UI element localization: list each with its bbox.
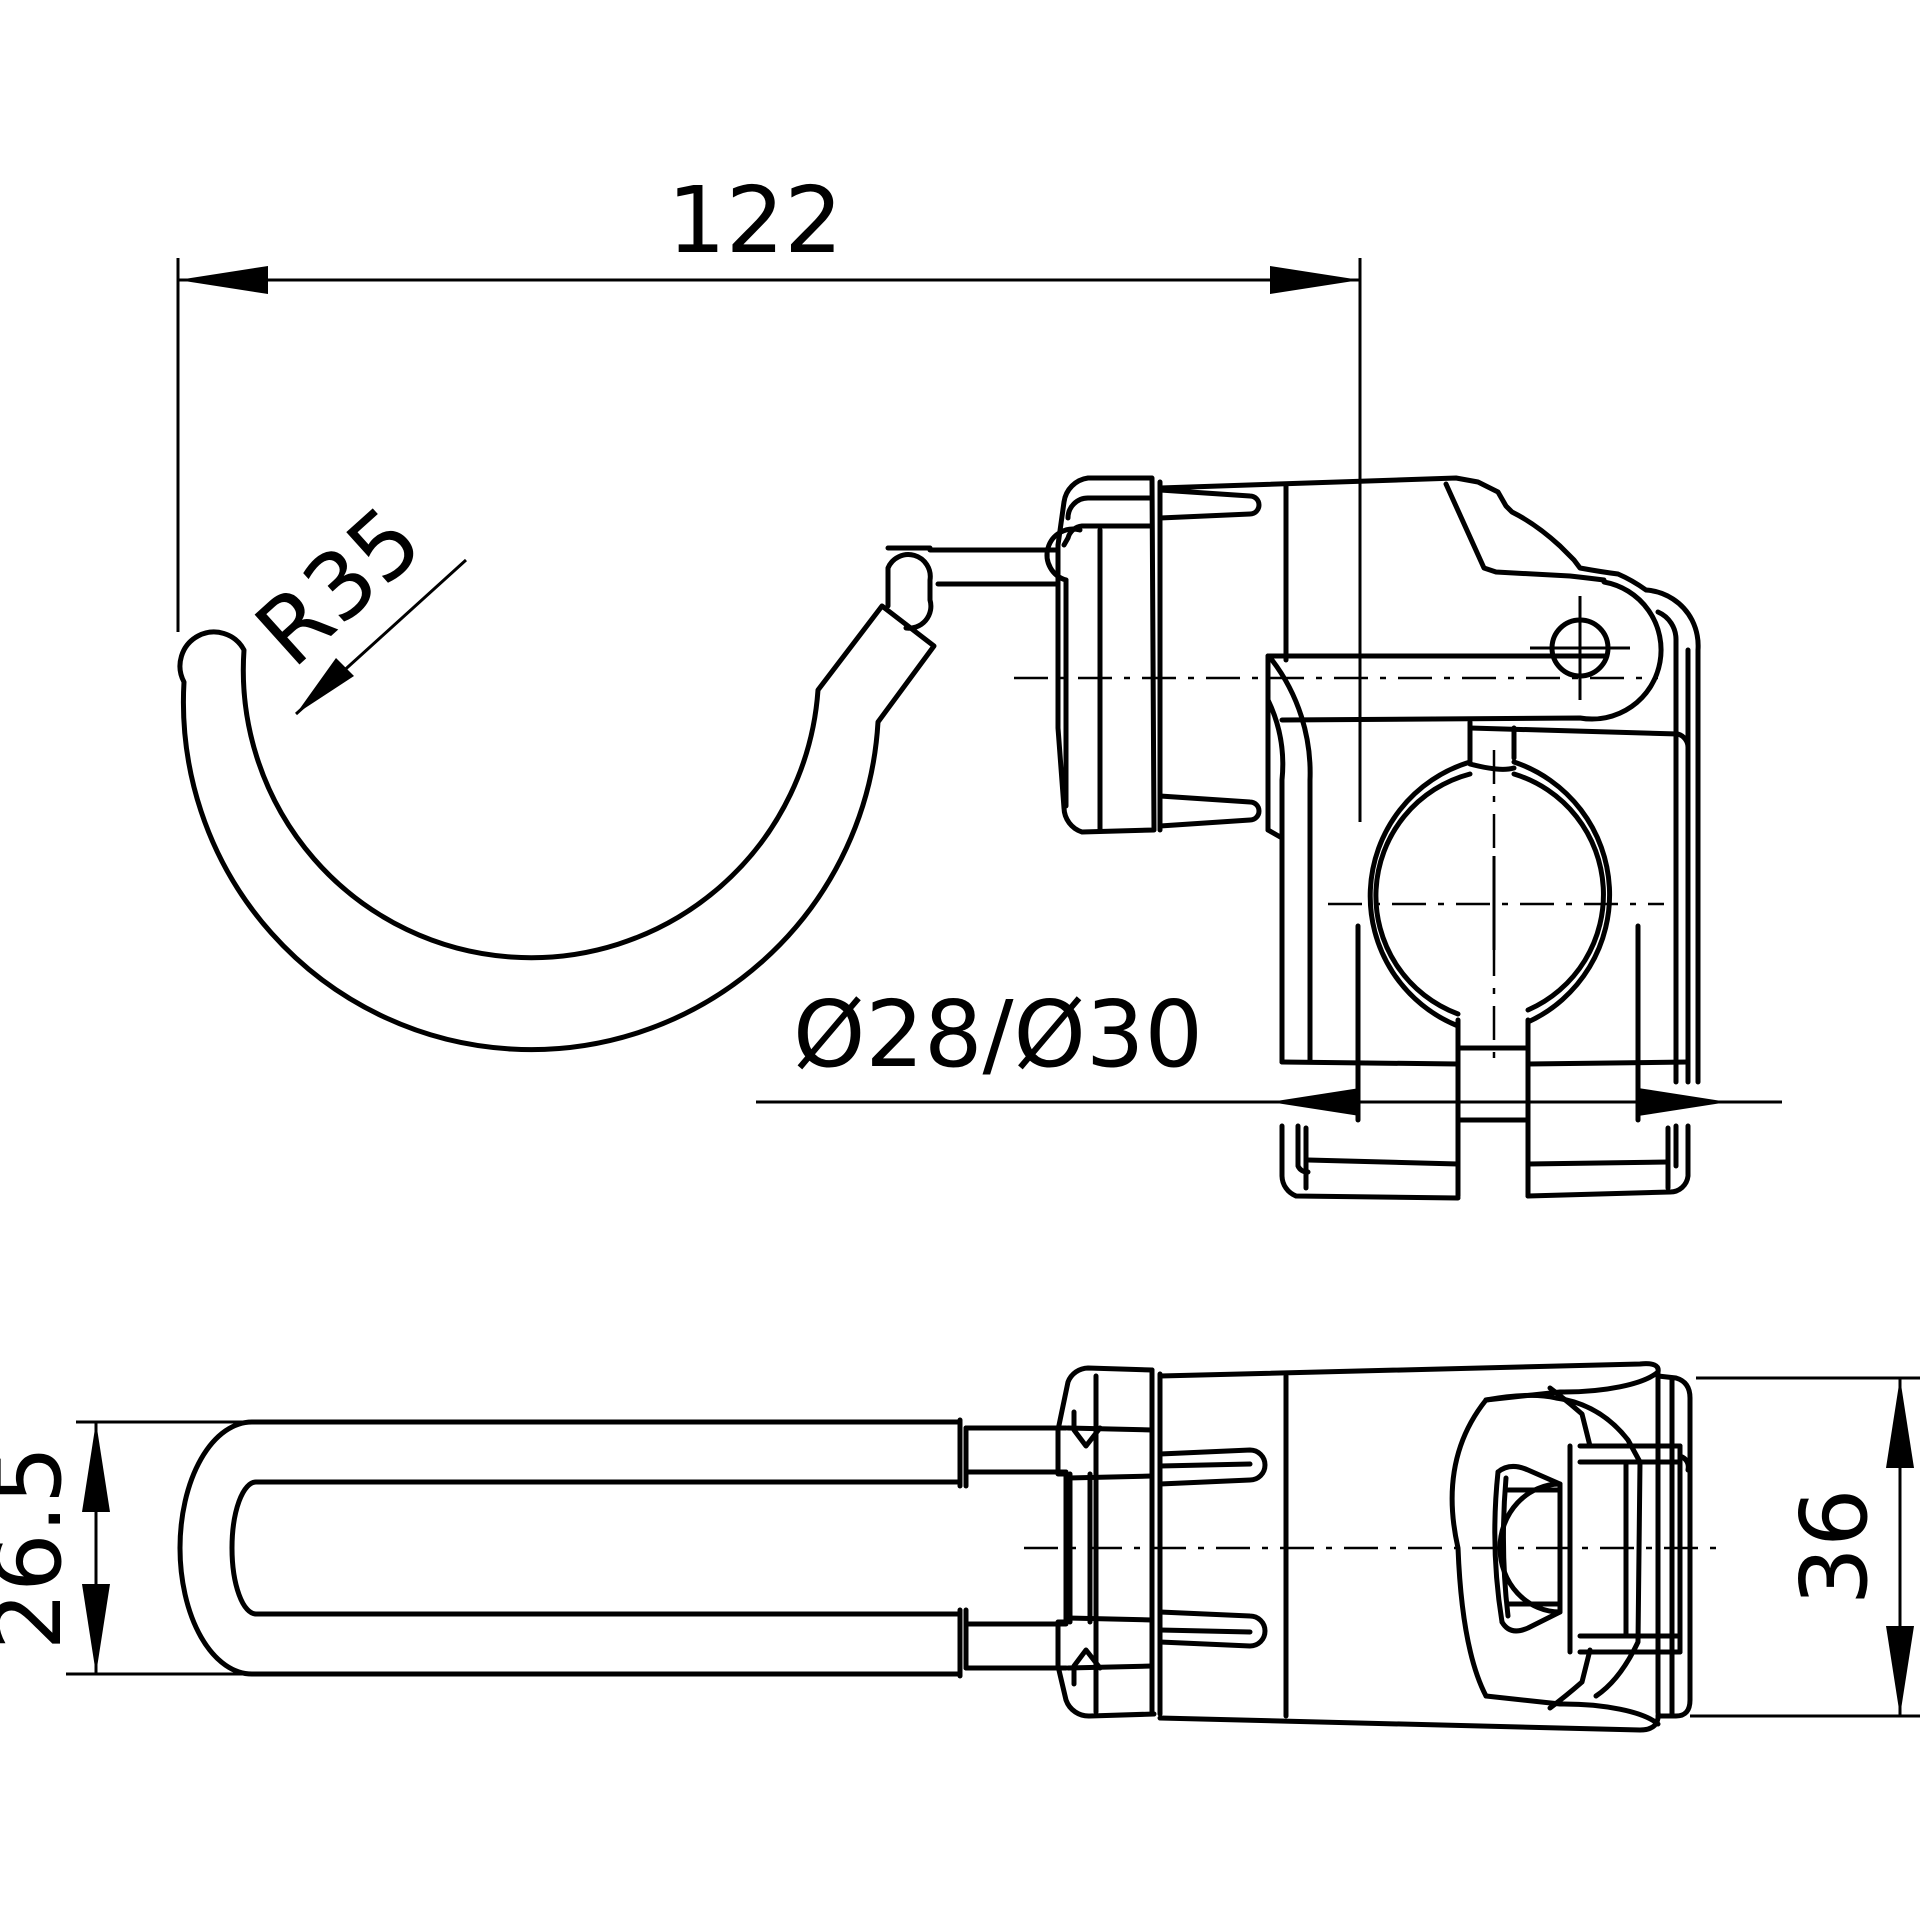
mounting-flange <box>1044 475 1262 835</box>
top-view: 122 R35 <box>176 167 1782 1201</box>
dimension-arrow <box>296 658 354 714</box>
curved-handle <box>177 545 1061 1053</box>
dimension-arrow <box>1886 1378 1914 1468</box>
dimension-label-26-5: 26.5 <box>0 1446 82 1651</box>
dimension-26-5: 26.5 <box>0 1420 246 1676</box>
dimension-diameter: Ø28/Ø30 <box>756 981 1782 1116</box>
dimension-arrow <box>1638 1088 1728 1116</box>
clamp-lower <box>1279 923 1691 1201</box>
dimension-r35: R35 <box>236 486 468 716</box>
dimension-arrow <box>1886 1626 1914 1716</box>
dimension-arrow <box>1270 1088 1360 1116</box>
flange-bottom <box>1055 1365 1268 1719</box>
dimension-122: 122 <box>176 167 1362 822</box>
dimension-arrow <box>82 1422 110 1512</box>
dimension-arrow <box>1270 266 1360 294</box>
clamp-body <box>1014 475 1701 1085</box>
bottom-view: 26.5 36 <box>0 1361 1920 1733</box>
dimension-arrow <box>178 266 268 294</box>
u-handle <box>177 1417 1069 1679</box>
dimension-36: 36 <box>1690 1376 1920 1718</box>
dimension-label-122: 122 <box>667 167 843 274</box>
pipe-bore <box>1328 750 1664 1199</box>
dimension-label-diameter: Ø28/Ø30 <box>793 981 1203 1088</box>
clamp-bottom <box>1024 1361 1720 1733</box>
dimension-arrow <box>82 1584 110 1674</box>
dimension-label-r35: R35 <box>236 486 442 687</box>
dimension-label-36: 36 <box>1781 1488 1888 1605</box>
